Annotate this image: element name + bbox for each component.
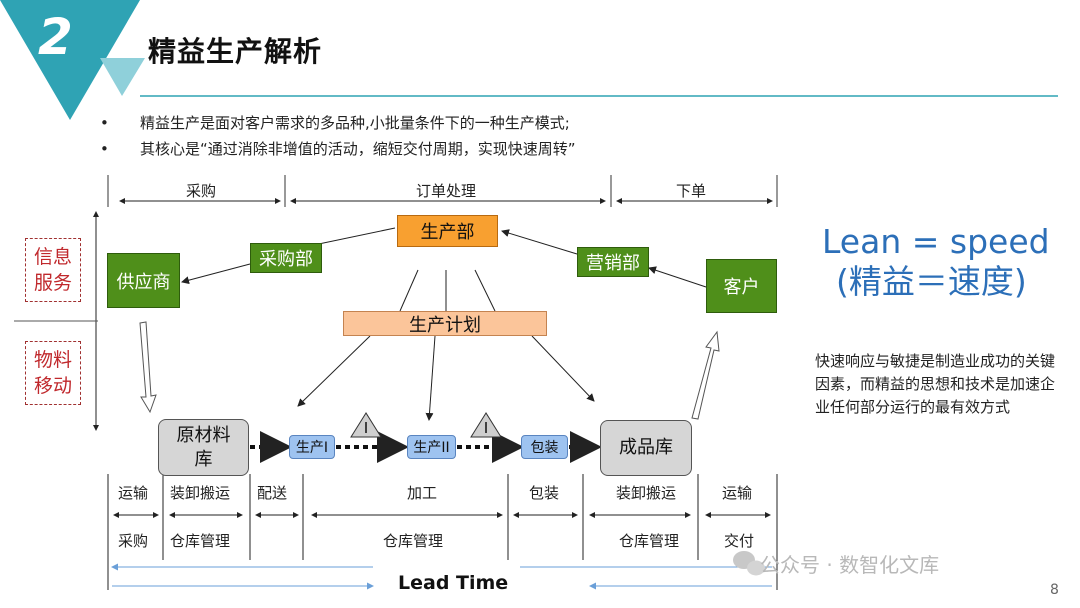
lean-heading-line-1: Lean = speed [822,222,1050,261]
activity-distribution: 配送 [257,484,288,502]
activity-delivery: 交付 [724,532,755,550]
node-production-plan: 生产计划 [343,311,547,336]
header-small-triangle [100,58,145,96]
activity-processing: 加工 [407,484,438,502]
page-number: 8 [1050,582,1059,598]
activity-handling-2: 装卸搬运 [616,484,677,502]
activity-procurement: 采购 [118,532,149,550]
activity-packaging: 包装 [529,484,560,502]
triangle-inventory-icon [350,412,382,438]
activity-warehouse-1: 仓库管理 [170,532,231,550]
material-outbound-arrow [691,330,720,420]
phase-place-order: 下单 [676,182,707,200]
activity-warehouse-2: 仓库管理 [383,532,444,550]
lead-time-label: Lead Time [398,572,509,594]
activity-transport-2: 运输 [722,484,753,502]
node-finished-goods-store: 成品库 [600,420,692,476]
activity-handling-1: 装卸搬运 [170,484,231,502]
section-number: 2 [38,8,73,66]
node-packaging: 包装 [521,435,568,459]
material-inbound-arrow [139,321,157,414]
activity-transport-1: 运输 [118,484,149,502]
lean-heading-line-2: (精益＝速度) [836,262,1027,301]
node-supplier: 供应商 [107,253,180,308]
phase-purchasing: 采购 [186,182,217,200]
lean-heading: Lean = speed (精益＝速度) [822,222,1050,302]
side-label-info-service: 信息 服务 [25,238,81,302]
lean-description: 快速响应与敏捷是制造业成功的关键因素，而精益的思想和技术是加速企业任何部分运行的… [815,352,1056,416]
triangle-inventory-icon [470,412,502,438]
node-purchasing-dept: 采购部 [250,243,322,273]
page-title: 精益生产解析 [148,35,323,68]
watermark: 公众号 · 数智化文库 [760,553,940,577]
bullet-1: •精益生产是面对客户需求的多品种,小批量条件下的一种生产模式; [100,114,570,132]
node-raw-material-store: 原材料 库 [158,419,249,476]
node-production-2: 生产II [407,435,456,459]
bullet-2: •其核心是“通过消除非增值的活动，缩短交付周期，实现快速周转” [100,140,576,158]
header-triangle [0,0,140,120]
wechat-icon [733,551,765,576]
node-production-dept: 生产部 [397,215,498,247]
node-customer: 客户 [706,259,777,313]
node-production-1: 生产I [289,435,335,459]
activity-warehouse-3: 仓库管理 [619,532,680,550]
node-marketing-dept: 营销部 [577,247,649,277]
side-label-material-movement: 物料 移动 [25,341,81,405]
phase-order-processing: 订单处理 [416,182,477,200]
